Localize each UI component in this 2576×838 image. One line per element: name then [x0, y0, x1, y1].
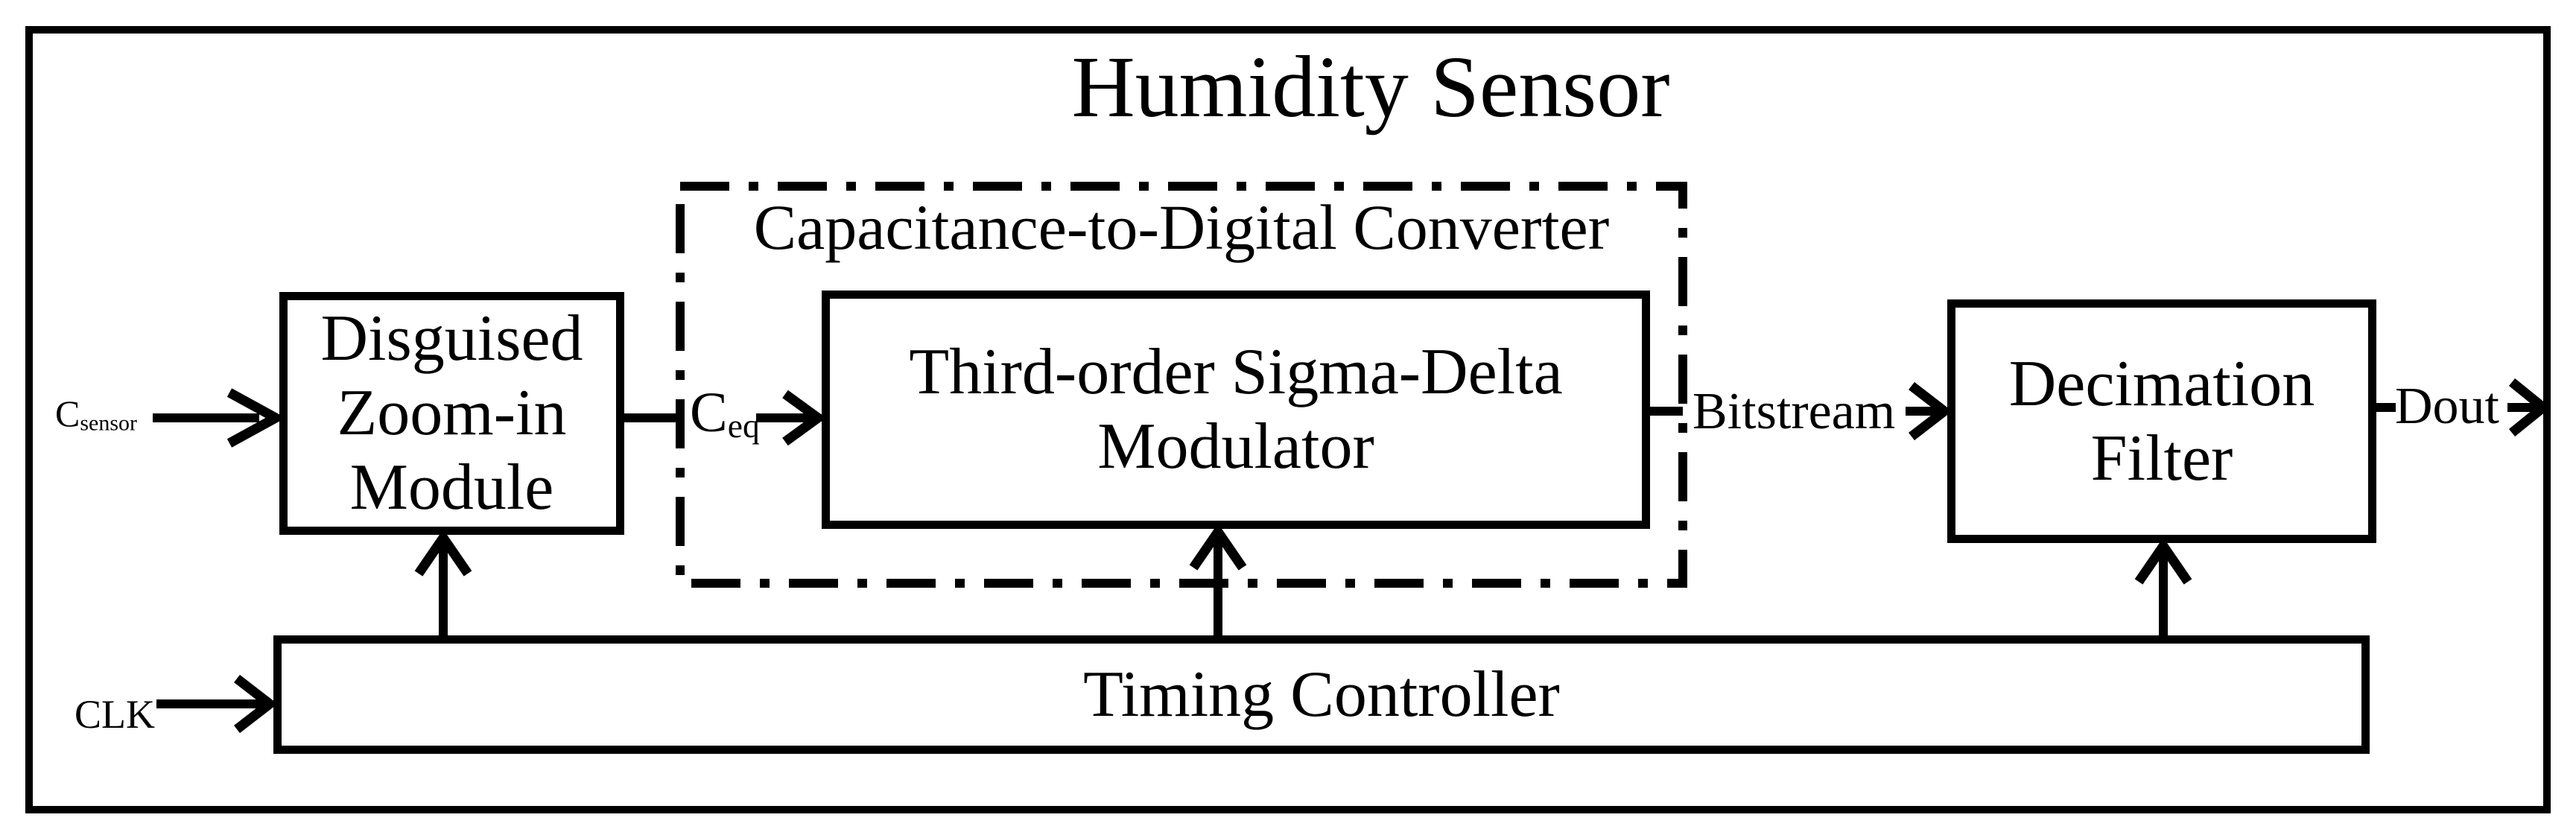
- block-label-line: Decimation: [2008, 347, 2315, 420]
- csensor-label: Csensor: [55, 395, 137, 434]
- bitstream-arrow-head: [1909, 381, 1952, 441]
- csensor-arrow-head: [226, 388, 286, 448]
- block-label-line: Modulator: [1097, 410, 1374, 483]
- block-label-line: Disguised: [320, 302, 583, 375]
- csensor-subscript: sensor: [80, 410, 138, 436]
- cdc-label: Capacitance-to-Digital Converter: [753, 191, 1610, 263]
- ceq-base: C: [690, 381, 728, 444]
- block-label-line: Third-order Sigma-Delta: [909, 336, 1563, 408]
- bitstream-label: Bitstream: [1693, 383, 1896, 440]
- timing-to-decimation-arrow-head: [2134, 537, 2192, 585]
- dout-arrow-head: [2508, 378, 2551, 437]
- sigma-delta-modulator-block: Third-order Sigma-Delta Modulator: [822, 291, 1650, 529]
- cdc-dashed-border: [676, 182, 1687, 588]
- timing-to-disguised-arrow-head: [414, 529, 472, 577]
- ceq-subscript: eq: [727, 407, 760, 445]
- clk-label: CLK: [74, 692, 155, 737]
- block-label-line: Filter: [2090, 422, 2233, 495]
- timing-controller-block: Timing Controller: [273, 635, 2370, 754]
- csensor-base: C: [55, 393, 80, 434]
- clk-arrow-head: [234, 674, 278, 734]
- ceq-label: Ceq: [690, 384, 760, 443]
- block-label-line: Timing Controller: [1083, 658, 1560, 731]
- decimation-filter-block: Decimation Filter: [1947, 299, 2376, 543]
- diagram-title: Humidity Sensor: [1071, 38, 1670, 136]
- dout-label: Dout: [2395, 378, 2499, 435]
- timing-to-modulator-arrow-head: [1189, 523, 1247, 571]
- block-label-line: Module: [349, 451, 554, 524]
- ceq-arrow-head: [782, 390, 827, 446]
- disguised-zoom-in-module-block: Disguised Zoom-in Module: [279, 292, 624, 535]
- outer-border: [25, 26, 2551, 813]
- block-label-line: Zoom-in: [337, 377, 567, 449]
